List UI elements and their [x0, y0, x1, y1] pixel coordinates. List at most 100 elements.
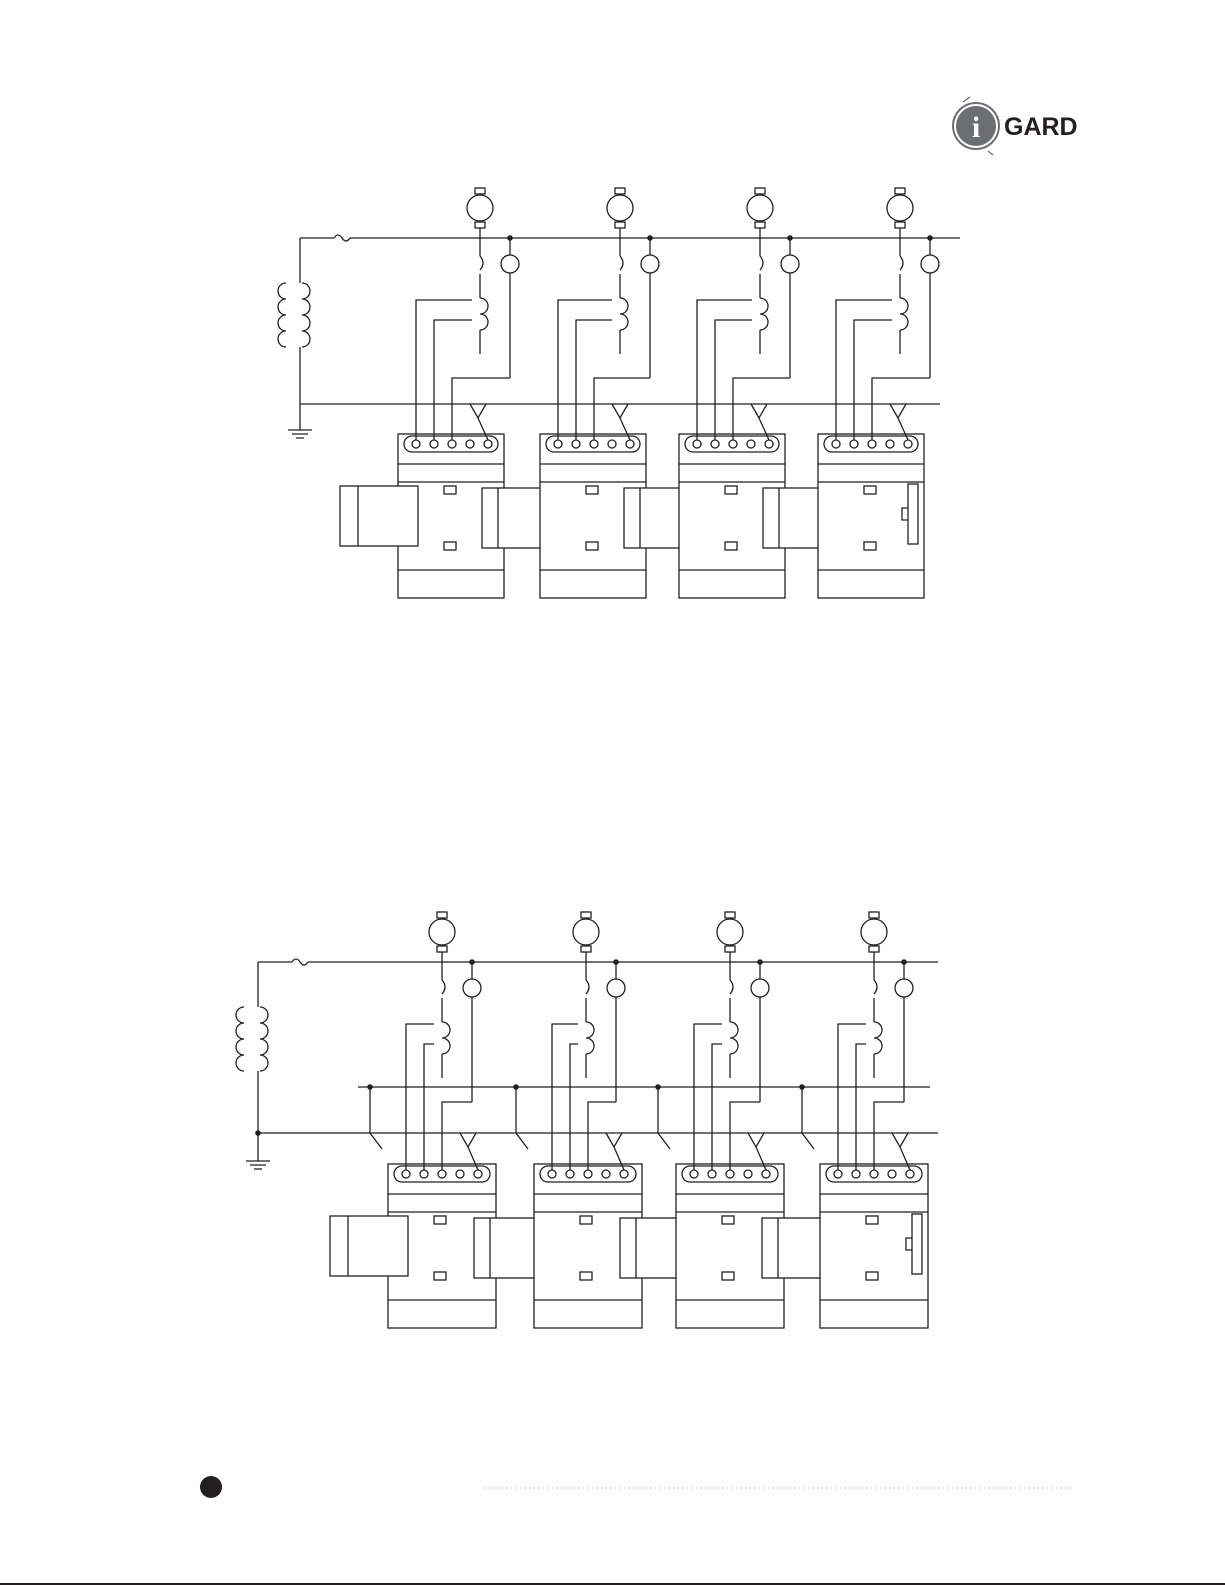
motor-icon — [717, 919, 743, 945]
relay-unit-2 — [513, 912, 698, 1328]
motor-terminal — [581, 912, 591, 918]
ct-wire — [712, 1044, 722, 1170]
motor-terminal — [615, 222, 625, 228]
motor-terminal — [615, 188, 625, 194]
page-marker — [200, 1476, 222, 1498]
fuse-icon — [334, 235, 350, 241]
ground-tap-icon — [751, 404, 767, 418]
relay-unit-1 — [398, 188, 560, 598]
current-transformer-icon — [730, 1022, 738, 1054]
relay-unit-3 — [679, 188, 841, 598]
motor-terminal — [755, 188, 765, 194]
indicator-wire — [874, 1102, 904, 1170]
ct-wire — [836, 300, 892, 440]
current-transformer-icon — [900, 298, 908, 330]
wiring-diagram-2 — [236, 912, 938, 1328]
indicator-lamp-icon — [501, 255, 519, 273]
ct-wire — [694, 1024, 722, 1170]
transformer-primary-winding — [278, 283, 286, 347]
ground-tap-icon — [748, 1133, 764, 1147]
motor-terminal — [437, 946, 447, 952]
ct-wire — [838, 1024, 866, 1170]
motor-terminal — [581, 946, 591, 952]
fuse-icon — [292, 959, 308, 965]
motor-terminal — [869, 912, 879, 918]
input-connector — [340, 486, 418, 546]
motor-terminal — [725, 912, 735, 918]
ct-wire — [856, 1044, 866, 1170]
indicator-lamp-icon — [895, 979, 913, 997]
motor-icon — [861, 919, 887, 945]
motor-terminal — [725, 946, 735, 952]
current-transformer-icon — [760, 298, 768, 330]
breaker-contact-icon — [586, 980, 589, 994]
indicator-lamp-icon — [781, 255, 799, 273]
motor-terminal — [869, 946, 879, 952]
motor-icon — [887, 195, 913, 221]
motor-terminal — [895, 188, 905, 194]
ground-icon — [288, 430, 312, 438]
relay-unit-4 — [818, 188, 939, 598]
breaker-contact-icon — [442, 980, 445, 994]
motor-terminal — [755, 222, 765, 228]
indicator-lamp-icon — [921, 255, 939, 273]
transformer-secondary-winding — [260, 1007, 268, 1071]
ct-wire — [424, 1044, 434, 1170]
current-transformer-icon — [586, 1022, 594, 1054]
motor-icon — [467, 195, 493, 221]
indicator-wire — [872, 378, 930, 440]
secondary-bus-tap — [802, 1087, 814, 1149]
motor-icon — [429, 919, 455, 945]
indicator-lamp-icon — [751, 979, 769, 997]
breaker-contact-icon — [900, 256, 903, 270]
ct-wire — [434, 320, 472, 440]
ground-tap-icon — [606, 1133, 622, 1147]
secondary-bus-tap — [516, 1087, 528, 1149]
indicator-wire — [452, 378, 510, 440]
relay-unit-2 — [540, 188, 702, 598]
transformer-secondary-winding — [302, 283, 310, 347]
current-transformer-icon — [874, 1022, 882, 1054]
motor-terminal — [475, 222, 485, 228]
junction-dot — [255, 1130, 261, 1136]
breaker-contact-icon — [760, 256, 763, 270]
ground-tap-icon — [470, 404, 486, 418]
motor-icon — [573, 919, 599, 945]
logo-letter: i — [972, 111, 980, 144]
ct-wire — [697, 300, 752, 440]
current-transformer-icon — [480, 298, 488, 330]
ct-wire — [406, 1024, 434, 1170]
indicator-lamp-icon — [641, 255, 659, 273]
indicator-lamp-icon — [607, 979, 625, 997]
wiring-diagram-1 — [278, 188, 960, 598]
ground-tap-icon — [892, 1133, 908, 1147]
indicator-lamp-icon — [463, 979, 481, 997]
transformer-primary-winding — [236, 1007, 244, 1071]
motor-terminal — [475, 188, 485, 194]
secondary-bus-tap — [658, 1087, 670, 1149]
ground-tap-icon — [460, 1133, 476, 1147]
ground-icon — [246, 1161, 270, 1169]
motor-icon — [747, 195, 773, 221]
secondary-bus-tap — [370, 1087, 382, 1149]
ground-tap-icon — [890, 404, 906, 418]
logo-word: GARD — [1004, 113, 1078, 141]
indicator-wire — [733, 378, 790, 440]
breaker-contact-icon — [480, 256, 483, 270]
motor-icon — [607, 195, 633, 221]
indicator-wire — [442, 1102, 472, 1170]
indicator-wire — [588, 1102, 616, 1170]
breaker-contact-icon — [620, 256, 623, 270]
ground-tap-icon — [612, 404, 628, 418]
current-transformer-icon — [620, 298, 628, 330]
breaker-contact-icon — [874, 980, 877, 994]
igard-logo: i GARD — [953, 97, 1078, 155]
ct-wire — [558, 300, 612, 440]
ct-wire — [552, 1024, 578, 1170]
breaker-contact-icon — [730, 980, 733, 994]
ct-wire — [416, 300, 472, 440]
relay-unit-3 — [655, 912, 840, 1328]
indicator-wire — [594, 378, 650, 440]
indicator-wire — [730, 1102, 760, 1170]
